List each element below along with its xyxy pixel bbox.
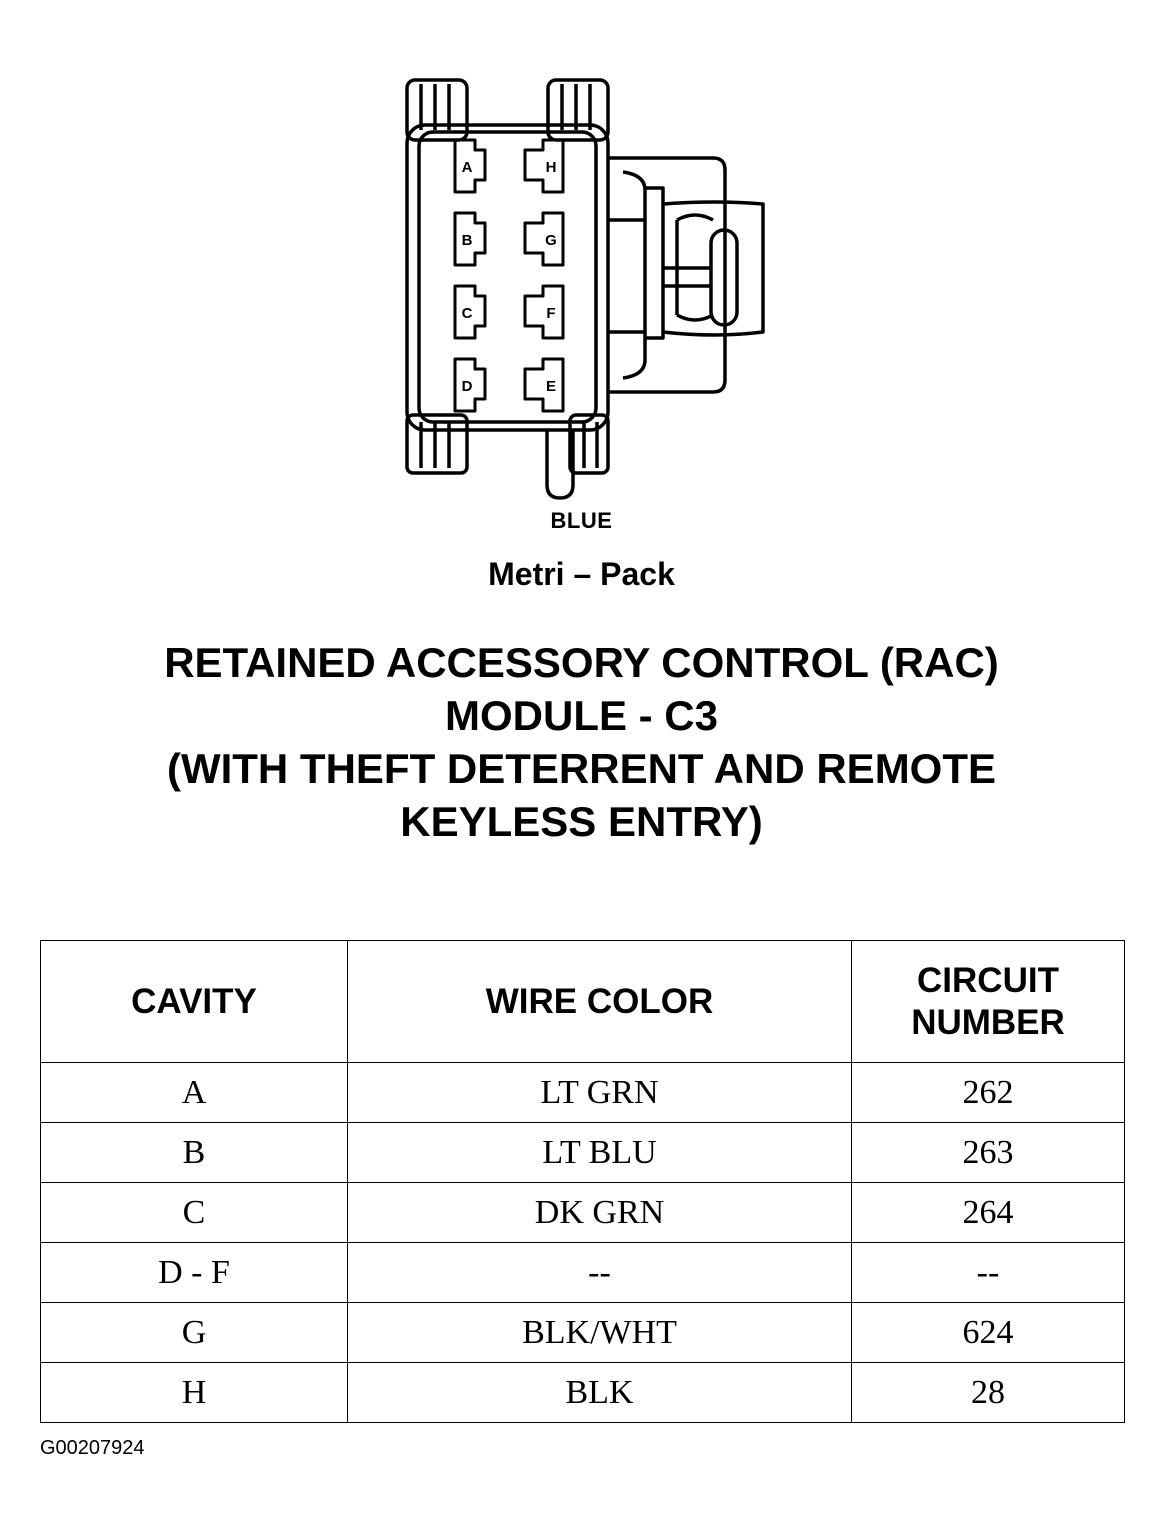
pin-label: H xyxy=(546,159,557,176)
pin-label: C xyxy=(462,305,473,322)
cell-cavity: H xyxy=(40,1362,348,1423)
pin-label: E xyxy=(546,378,556,395)
cell-cavity: A xyxy=(40,1062,348,1123)
title-line: MODULE - C3 xyxy=(445,692,718,739)
cell-wire-color: BLK xyxy=(347,1362,852,1423)
cell-wire-color: -- xyxy=(347,1242,852,1303)
table-row: C DK GRN 264 xyxy=(40,1182,1125,1243)
cell-wire-color: BLK/WHT xyxy=(347,1302,852,1363)
pin-label: F xyxy=(546,305,555,322)
cell-wire-color: DK GRN xyxy=(347,1182,852,1243)
figure-id: G00207924 xyxy=(40,1437,145,1459)
table-row: A LT GRN 262 xyxy=(40,1062,1125,1123)
header-circuit-number: CIRCUIT NUMBER xyxy=(851,940,1125,1063)
cell-cavity: D - F xyxy=(40,1242,348,1303)
table-header-row: CAVITY WIRE COLOR CIRCUIT NUMBER xyxy=(40,940,1125,1063)
cell-circuit: 624 xyxy=(851,1302,1125,1363)
header-cavity: CAVITY xyxy=(40,940,348,1063)
header-circuit-line1: CIRCUIT xyxy=(917,960,1059,1000)
cell-circuit: 264 xyxy=(851,1182,1125,1243)
header-circuit-line2: NUMBER xyxy=(911,1002,1065,1042)
title-line: RETAINED ACCESSORY CONTROL (RAC) xyxy=(164,639,999,686)
cell-cavity: C xyxy=(40,1182,348,1243)
diagram-title: RETAINED ACCESSORY CONTROL (RAC) MODULE … xyxy=(0,636,1163,848)
title-line: KEYLESS ENTRY) xyxy=(400,798,763,845)
cell-wire-color: LT GRN xyxy=(347,1062,852,1123)
cavity-table: CAVITY WIRE COLOR CIRCUIT NUMBER A LT GR… xyxy=(40,940,1125,1423)
cell-cavity: G xyxy=(40,1302,348,1363)
table-row: B LT BLU 263 xyxy=(40,1122,1125,1183)
pin-label: A xyxy=(462,159,473,176)
connector-type-label: Metri – Pack xyxy=(488,556,675,592)
cell-wire-color: LT BLU xyxy=(347,1122,852,1183)
cell-cavity: B xyxy=(40,1122,348,1183)
table-row: G BLK/WHT 624 xyxy=(40,1302,1125,1363)
title-line: (WITH THEFT DETERRENT AND REMOTE xyxy=(166,745,997,792)
table-row: H BLK 28 xyxy=(40,1362,1125,1423)
connector-diagram: A B C D H G F E xyxy=(405,78,765,500)
pin-label: G xyxy=(545,232,557,249)
table-row: D - F -- -- xyxy=(40,1242,1125,1303)
cell-circuit: -- xyxy=(851,1242,1125,1303)
cell-circuit: 262 xyxy=(851,1062,1125,1123)
cell-circuit: 263 xyxy=(851,1122,1125,1183)
pin-label: B xyxy=(462,232,473,249)
cell-circuit: 28 xyxy=(851,1362,1125,1423)
header-wire-color: WIRE COLOR xyxy=(347,940,852,1063)
connector-color-label: BLUE xyxy=(550,508,613,533)
pin-label: D xyxy=(462,378,473,395)
